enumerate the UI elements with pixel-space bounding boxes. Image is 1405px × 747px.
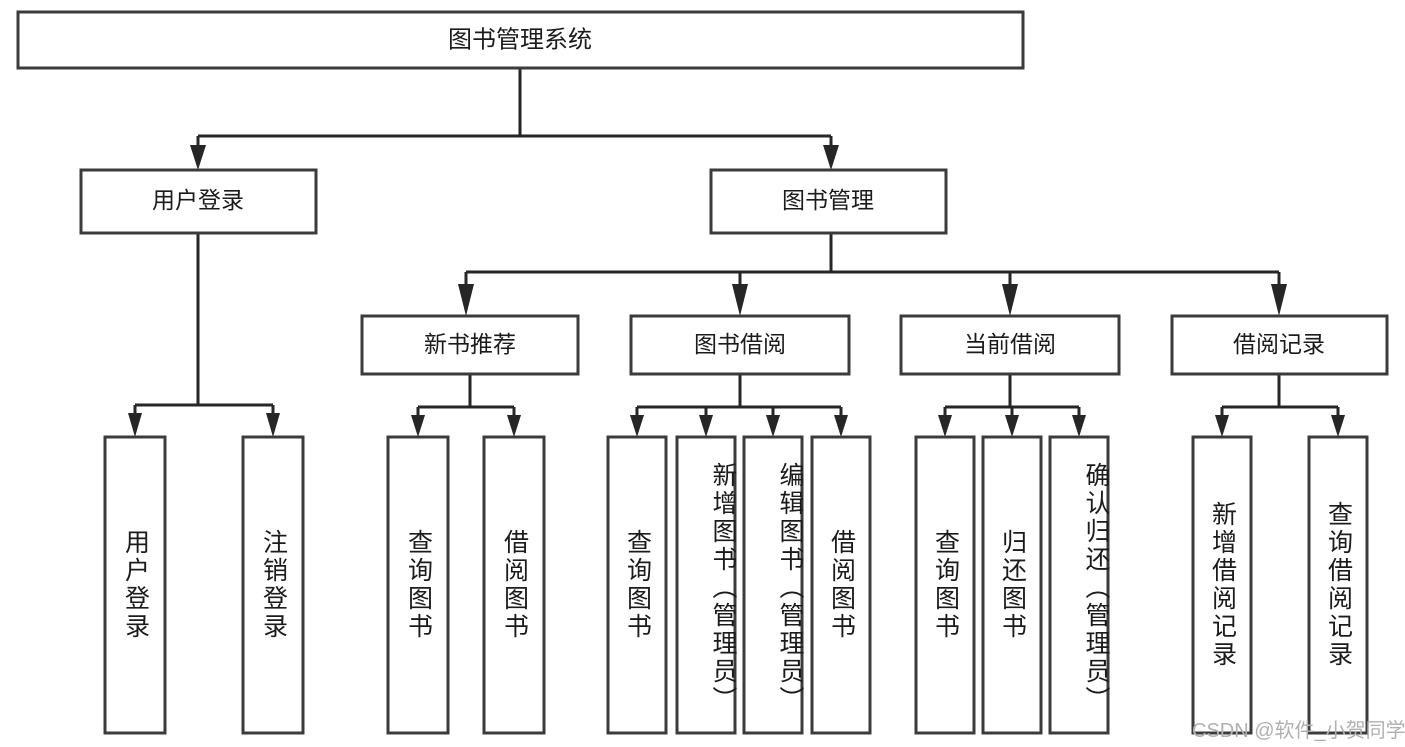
node-current-borrow-box bbox=[899, 314, 1121, 376]
arrow-head-leaf-user-login-2 bbox=[266, 413, 280, 437]
leaf-box-user-login-2[interactable] bbox=[241, 435, 305, 735]
arrow-head-leaf-bookborrow-1 bbox=[630, 415, 644, 437]
node-new-book-recommend-box bbox=[360, 314, 580, 376]
node-borrow-record-box bbox=[1170, 314, 1389, 376]
arrow-head-leaf-user-login-1 bbox=[128, 413, 142, 437]
node-root-book-management-system[interactable]: 图书管理系统 bbox=[16, 10, 1025, 70]
arrow-head-leaf-currentborrow-1 bbox=[938, 415, 952, 437]
node-book-borrow-box bbox=[629, 314, 851, 376]
arrow-head-user-login bbox=[190, 145, 206, 170]
connector-layer bbox=[128, 68, 1345, 437]
arrow-head-leaf-newbook-1 bbox=[411, 415, 425, 437]
node-user-login-box bbox=[79, 168, 318, 235]
arrow-head-leaf-bookborrow-4 bbox=[834, 415, 848, 437]
leaf-box-book-borrow-4[interactable] bbox=[810, 435, 872, 735]
node-root-label: 图书管理系统 bbox=[448, 26, 592, 53]
leaf-box-borrow-record-1[interactable] bbox=[1191, 435, 1253, 735]
arrow-head-new-book bbox=[458, 284, 474, 316]
node-new-book-recommend[interactable]: 新书推荐 bbox=[360, 314, 580, 376]
arrow-head-leaf-bookborrow-2 bbox=[699, 415, 713, 437]
arrow-head-leaf-borrowrecord-1 bbox=[1215, 415, 1229, 437]
arrow-head-leaf-newbook-2 bbox=[507, 415, 521, 437]
node-borrow-record-label: 借阅记录 bbox=[1233, 331, 1325, 357]
leaf-box-book-borrow-2[interactable] bbox=[675, 435, 737, 735]
node-current-borrow[interactable]: 当前借阅 bbox=[899, 314, 1121, 376]
node-root-box bbox=[16, 10, 1025, 70]
leaf-box-current-borrow-3[interactable] bbox=[1048, 435, 1110, 735]
leaf-box-current-borrow-1[interactable] bbox=[914, 435, 976, 735]
arrow-head-leaf-borrowrecord-2 bbox=[1331, 415, 1345, 437]
node-book-management-box bbox=[709, 168, 948, 235]
arrow-head-current-borrow bbox=[1002, 284, 1018, 316]
arrow-head-borrow-record bbox=[1271, 284, 1287, 316]
arrow-head-leaf-bookborrow-3 bbox=[766, 415, 780, 437]
node-current-borrow-label: 当前借阅 bbox=[964, 331, 1056, 357]
arrow-head-leaf-currentborrow-2 bbox=[1005, 415, 1019, 437]
node-book-borrow[interactable]: 图书借阅 bbox=[629, 314, 851, 376]
arrow-head-book-borrow bbox=[732, 284, 748, 316]
node-book-borrow-label: 图书借阅 bbox=[694, 331, 786, 357]
leaf-box-book-borrow-3[interactable] bbox=[742, 435, 804, 735]
node-book-management-label: 图书管理 bbox=[782, 187, 874, 213]
leaf-box-book-borrow-1[interactable] bbox=[606, 435, 668, 735]
leaf-box-borrow-record-2[interactable] bbox=[1307, 435, 1369, 735]
arrow-head-book-mgmt bbox=[823, 145, 839, 170]
node-user-login[interactable]: 用户登录 bbox=[79, 168, 318, 235]
node-borrow-record[interactable]: 借阅记录 bbox=[1170, 314, 1389, 376]
node-new-book-recommend-label: 新书推荐 bbox=[424, 331, 516, 357]
leaf-box-new-book-1[interactable] bbox=[386, 435, 450, 735]
watermark-text: CSDN @软件_小贺同学 bbox=[1192, 720, 1405, 742]
leaf-box-current-borrow-2[interactable] bbox=[981, 435, 1043, 735]
leaf-box-user-login-1[interactable] bbox=[103, 435, 167, 735]
node-book-management[interactable]: 图书管理 bbox=[709, 168, 948, 235]
leaf-box-new-book-2[interactable] bbox=[482, 435, 546, 735]
node-user-login-label: 用户登录 bbox=[152, 187, 244, 213]
arrow-head-leaf-currentborrow-3 bbox=[1072, 415, 1086, 437]
